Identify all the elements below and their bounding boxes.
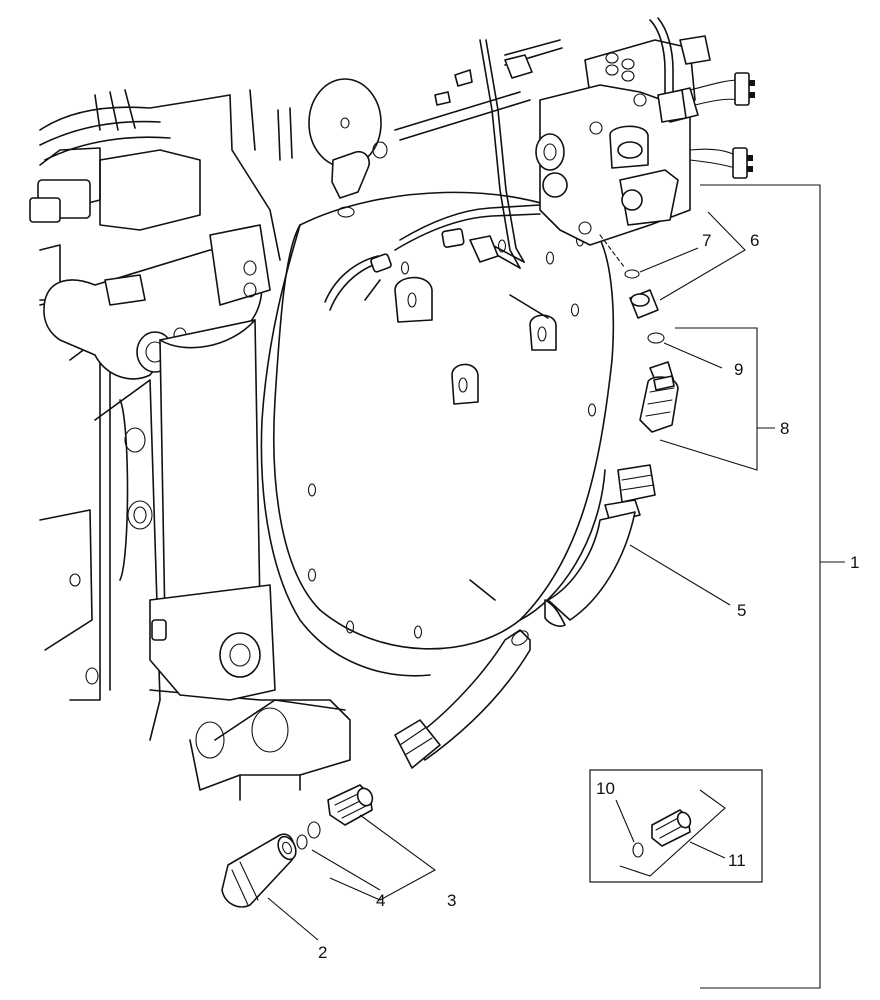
callout-11: 11 xyxy=(728,851,746,870)
callout-9: 9 xyxy=(734,360,743,379)
parts-2-3-4-coupling xyxy=(221,784,374,908)
callout-6: 6 xyxy=(750,231,759,250)
callout-5: 5 xyxy=(737,601,746,620)
pto-housing xyxy=(260,191,615,677)
callout-2: 2 xyxy=(318,943,327,962)
gauge-assembly xyxy=(308,78,388,218)
part-5-hose xyxy=(394,464,656,769)
callout-4: 4 xyxy=(376,891,385,910)
callout-labels: 1 2 3 4 5 6 7 8 9 10 11 xyxy=(318,231,859,962)
tractor-frame xyxy=(29,89,351,801)
leader-lines xyxy=(267,184,845,989)
part-6-union xyxy=(599,234,659,319)
callout-7: 7 xyxy=(702,231,711,250)
part-8-swivel-elbow xyxy=(639,332,679,433)
callout-10: 10 xyxy=(596,779,615,798)
inset-parts-10-11 xyxy=(589,769,763,883)
control-valve xyxy=(535,17,755,246)
lift-cylinder xyxy=(149,319,276,701)
pipework xyxy=(277,39,563,311)
callout-1: 1 xyxy=(850,553,859,572)
callout-3: 3 xyxy=(447,891,456,910)
callout-8: 8 xyxy=(780,419,789,438)
